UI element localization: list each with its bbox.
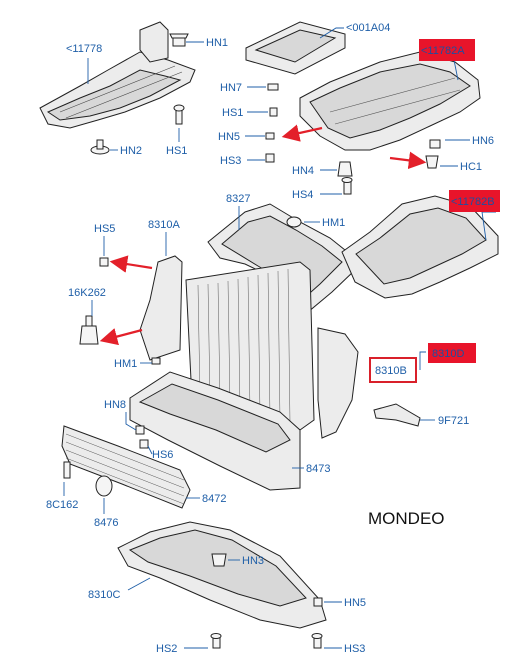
label-8327: 8327: [226, 193, 250, 205]
highlight-11782a: [419, 39, 475, 61]
fastener-hn6: [429, 139, 441, 149]
carrier-8473: [129, 371, 301, 491]
highlight-11782b: [449, 190, 500, 212]
label-hs2: HS2: [156, 643, 177, 655]
label-hn7: HN7: [220, 82, 242, 94]
bracket-8c162: [63, 461, 71, 479]
grille-8472: [61, 425, 191, 509]
red-arrows: [99, 124, 427, 346]
fastener-hn1: [169, 33, 189, 47]
fastener-hn7: [267, 83, 279, 91]
label-9f721: 9F721: [438, 415, 469, 427]
fastener-hm1-top: [286, 216, 302, 228]
shield-11782b: [341, 195, 499, 299]
fastener-hs6: [139, 439, 149, 449]
label-hs6: HS6: [152, 449, 173, 461]
label-hm1-left: HM1: [114, 358, 137, 370]
fastener-hs1-left: [173, 104, 185, 125]
label-8472: 8472: [202, 493, 226, 505]
fastener-hs2: [210, 633, 222, 649]
label-8310c: 8310C: [88, 589, 120, 601]
fastener-hn3: [211, 553, 227, 567]
label-hn1: HN1: [206, 37, 228, 49]
label-hn4: HN4: [292, 165, 314, 177]
fastener-hs1-top: [269, 107, 278, 117]
deflector-8310d: [317, 327, 359, 439]
label-16k262: 16K262: [68, 287, 106, 299]
label-hs1-top: HS1: [222, 107, 243, 119]
box-8310b: [369, 357, 417, 383]
label-hs1-left: HS1: [166, 145, 187, 157]
deflector-8310a: [139, 255, 183, 361]
fastener-hs4: [341, 177, 353, 195]
shield-8310c: [117, 521, 327, 629]
label-hn2: HN2: [120, 145, 142, 157]
label-001a04: <001A04: [346, 22, 390, 34]
fastener-hc1: [425, 155, 439, 169]
shield-11782a: [299, 51, 481, 151]
label-hn5-bottom: HN5: [344, 597, 366, 609]
fastener-hn4: [337, 161, 353, 177]
fastener-hn5-bottom: [313, 597, 323, 607]
label-8310b: 8310B: [375, 365, 407, 377]
shield-8327: [207, 203, 356, 313]
label-hs3-bottom: HS3: [344, 643, 365, 655]
label-hn8: HN8: [104, 399, 126, 411]
label-11782a: <11782A: [421, 45, 465, 57]
label-11782b: <11782B: [451, 196, 495, 208]
label-hm1-top: HM1: [322, 217, 345, 229]
label-8473: 8473: [306, 463, 330, 475]
label-hs4: HS4: [292, 189, 313, 201]
label-8310a: 8310A: [148, 219, 180, 231]
labels: <11778 HN1 <001A04 <11782A HN7 HS1 HN2 H…: [46, 22, 495, 655]
label-hs3-top: HS3: [220, 155, 241, 167]
shield-11778: [39, 21, 196, 129]
fastener-hs3-top: [265, 153, 275, 163]
label-hn3: HN3: [242, 555, 264, 567]
sensor-8476: [95, 475, 113, 497]
highlight-8310d: [428, 343, 476, 363]
label-hs5: HS5: [94, 223, 115, 235]
fastener-hn2: [90, 139, 110, 155]
fastener-hs5: [99, 257, 109, 267]
label-hn6: HN6: [472, 135, 494, 147]
label-8c162: 8C162: [46, 499, 78, 511]
fastener-hs3-bottom: [311, 633, 323, 649]
fastener-hn5-top: [265, 132, 275, 140]
label-hn5-top: HN5: [218, 131, 240, 143]
cover-001a04: [245, 21, 346, 75]
model-name: MONDEO: [368, 509, 445, 528]
fastener-16k262: [79, 315, 99, 345]
label-8476: 8476: [94, 517, 118, 529]
harness-9f721: [373, 403, 421, 427]
label-11778: <11778: [66, 43, 102, 55]
label-hc1: HC1: [460, 161, 482, 173]
fastener-hn8: [135, 425, 145, 435]
label-8310d: 8310D: [432, 348, 464, 360]
fastener-hm1-left: [151, 357, 161, 365]
